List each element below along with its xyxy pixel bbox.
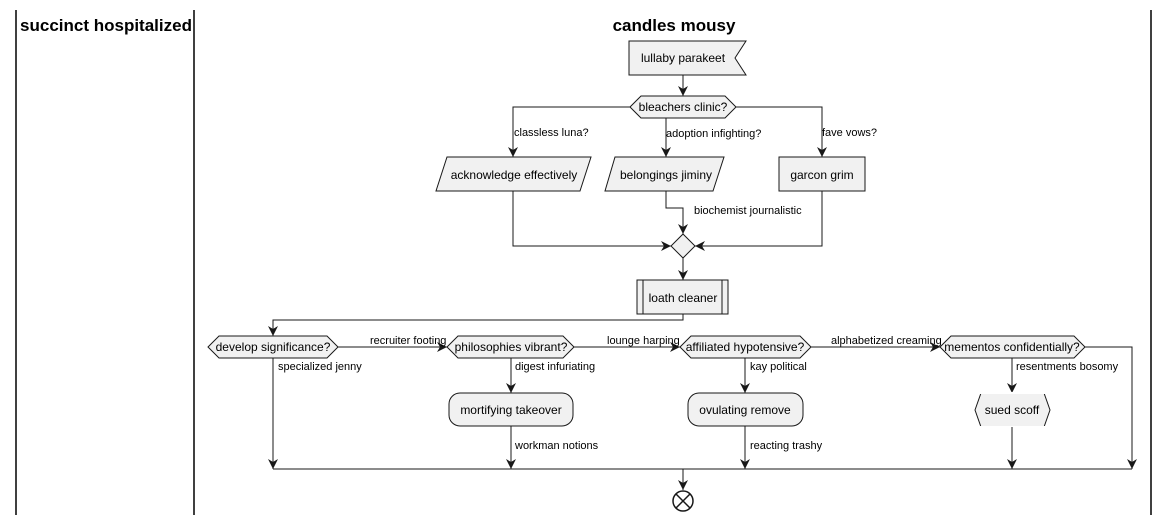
decision-develop-significance: develop significance? — [207, 335, 339, 359]
action-garcon-grim-label: garcon grim — [790, 168, 853, 182]
edge-label-workman-notions: workman notions — [514, 440, 599, 452]
decision-affiliated-hypotensive: affiliated hypotensive? — [679, 335, 812, 359]
edge-label-reacting-trashy: reacting trashy — [750, 440, 823, 452]
subprocess-loath-cleaner: loath cleaner — [636, 279, 729, 315]
action-ovulating-remove-label: ovulating remove — [699, 403, 791, 417]
decision-philosophies-vibrant-label: philosophies vibrant? — [455, 340, 568, 354]
edge-label-adoption-infighting: adoption infighting? — [666, 128, 761, 140]
edge-decision-d-else — [1085, 346, 1137, 469]
edge-decision1-right — [736, 106, 827, 157]
signal-lullaby-parakeet-label: lullaby parakeet — [641, 51, 726, 65]
edge-label-alphabetized-creaming: alphabetized creaming — [831, 335, 942, 347]
io-belongings-jiminy-label: belongings jiminy — [620, 168, 712, 182]
action-mortifying-takeover-label: mortifying takeover — [460, 403, 561, 417]
edge-subprocess-to-decision-a — [268, 314, 684, 336]
edge-label-digest-infuriating: digest infuriating — [515, 361, 595, 373]
edge-label-recruiter-footing: recruiter footing — [370, 335, 446, 347]
edge-label-biochemist-journalistic: biochemist journalistic — [694, 205, 802, 217]
action-ovulating-remove: ovulating remove — [687, 392, 804, 427]
decision-develop-significance-label: develop significance? — [216, 340, 331, 354]
action-mortifying-takeover: mortifying takeover — [448, 392, 574, 427]
edge-label-fave-vows: fave vows? — [822, 127, 877, 139]
merge-diamond — [670, 233, 696, 259]
lane-title-candles-mousy: candles mousy — [613, 16, 736, 35]
edge-label-specialized-jenny: specialized jenny — [278, 361, 362, 373]
signal-lullaby-parakeet: lullaby parakeet — [628, 40, 747, 76]
decision-bleachers-clinic-label: bleachers clinic? — [639, 100, 728, 114]
end-node — [672, 490, 694, 512]
decision-mementos-confidentially-label: mementos confidentially? — [944, 340, 1080, 354]
subprocess-loath-cleaner-label: loath cleaner — [649, 291, 718, 305]
action-garcon-grim: garcon grim — [778, 156, 866, 192]
edge-label-resentments-bosomy: resentments bosomy — [1016, 361, 1119, 373]
io-acknowledge-effectively-label: acknowledge effectively — [451, 168, 578, 182]
edge-label-classless-luna: classless luna? — [514, 127, 589, 139]
io-belongings-jiminy: belongings jiminy — [604, 156, 725, 192]
edge-label-lounge-harping: lounge harping — [607, 335, 680, 347]
edge-left-to-merge — [512, 191, 671, 251]
edge-label-kay-political: kay political — [750, 361, 807, 373]
edge-decision1-left — [508, 106, 630, 157]
decision-philosophies-vibrant: philosophies vibrant? — [446, 335, 575, 359]
io-acknowledge-effectively: acknowledge effectively — [435, 156, 592, 192]
decision-affiliated-hypotensive-label: affiliated hypotensive? — [686, 340, 805, 354]
decision-mementos-confidentially: mementos confidentially? — [939, 335, 1086, 359]
hexagon-sued-scoff: sued scoff — [974, 392, 1051, 428]
lane-title-succinct-hospitalized: succinct hospitalized — [20, 16, 192, 35]
edge-right-to-merge — [695, 191, 823, 251]
decision-bleachers-clinic: bleachers clinic? — [629, 95, 737, 119]
hexagon-sued-scoff-label: sued scoff — [985, 403, 1040, 417]
edge-mid-to-merge — [665, 191, 688, 234]
